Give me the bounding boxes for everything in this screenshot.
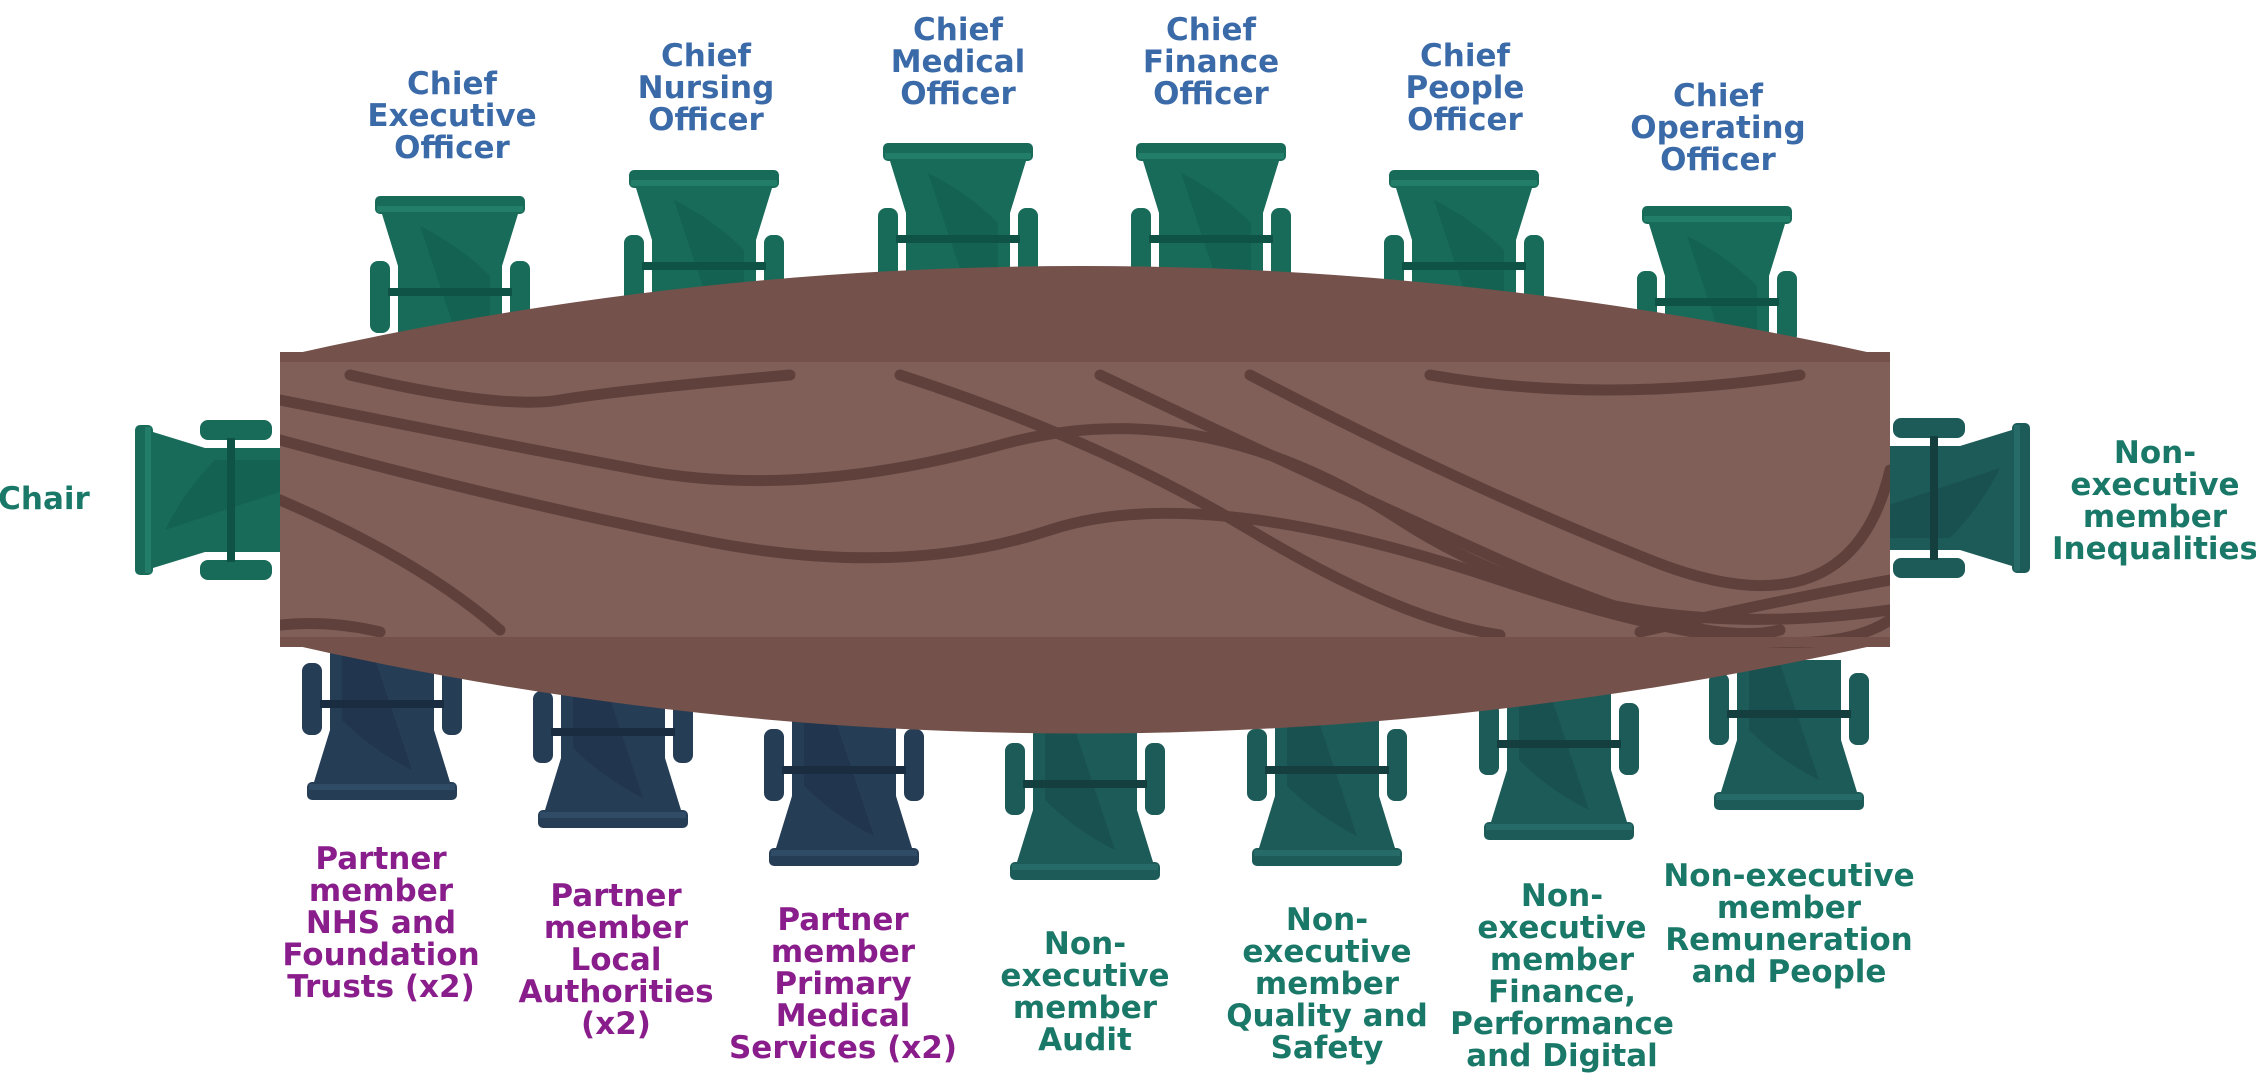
wood-grain bbox=[280, 369, 1890, 648]
chair-ne-finance bbox=[1479, 690, 1639, 840]
chair-pm-pms bbox=[764, 716, 924, 866]
chair-ne-audit bbox=[1005, 730, 1165, 880]
chair-ne-remuneration bbox=[1709, 660, 1869, 810]
label-chair: Chair bbox=[0, 481, 90, 517]
chair-chair bbox=[135, 420, 285, 580]
chair-ne-quality bbox=[1247, 716, 1407, 866]
chair-ne-inequalities bbox=[1880, 418, 2030, 578]
boardroom-table bbox=[280, 266, 1890, 734]
